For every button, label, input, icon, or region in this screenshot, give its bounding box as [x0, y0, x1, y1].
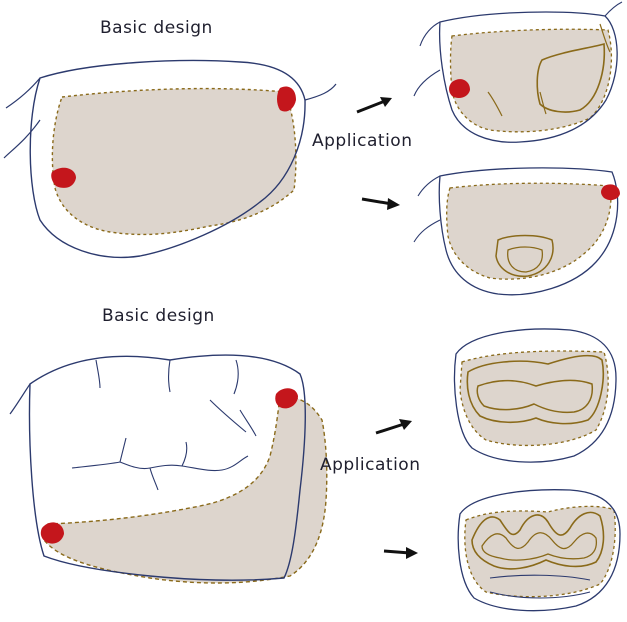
top-application-2: [414, 168, 620, 295]
bottom-application-2: [458, 490, 620, 611]
bottom-arrow-lower: [384, 547, 418, 559]
top-application-1: [414, 2, 622, 142]
top-app2-shaded-area: [447, 183, 611, 279]
bottom-app2-shaded-area: [465, 506, 615, 596]
bottom-basic-fissure-pattern: [72, 400, 256, 490]
top-arrows: [357, 97, 400, 210]
bottom-basic-design: [10, 355, 327, 583]
bottom-application-1: [455, 329, 616, 462]
bottom-arrow-upper: [376, 419, 412, 433]
top-app2-red-marker: [601, 184, 620, 200]
top-arrow-upper: [357, 97, 392, 112]
top-basic-design: [4, 61, 336, 258]
bottom-basic-design-label: Basic design: [102, 306, 215, 326]
top-app1-shaded-area: [451, 29, 612, 132]
bottom-basic-shaded-area: [43, 396, 327, 583]
bottom-basic-cusp-grooves: [96, 360, 238, 394]
top-arrow-lower: [362, 198, 400, 210]
top-basic-red-marker-right: [277, 87, 296, 112]
top-app1-red-marker: [449, 79, 470, 98]
bottom-arrows: [376, 419, 418, 559]
bottom-application-label: Application: [320, 455, 421, 475]
top-basic-design-label: Basic design: [100, 18, 213, 38]
top-basic-root-line-right: [305, 84, 336, 100]
top-basic-shaded-area: [52, 89, 296, 235]
top-application-label: Application: [312, 131, 413, 151]
bottom-basic-root-line-left: [10, 384, 30, 414]
top-basic-root-line-left: [4, 78, 40, 158]
top-app2-root-lines: [414, 176, 440, 242]
